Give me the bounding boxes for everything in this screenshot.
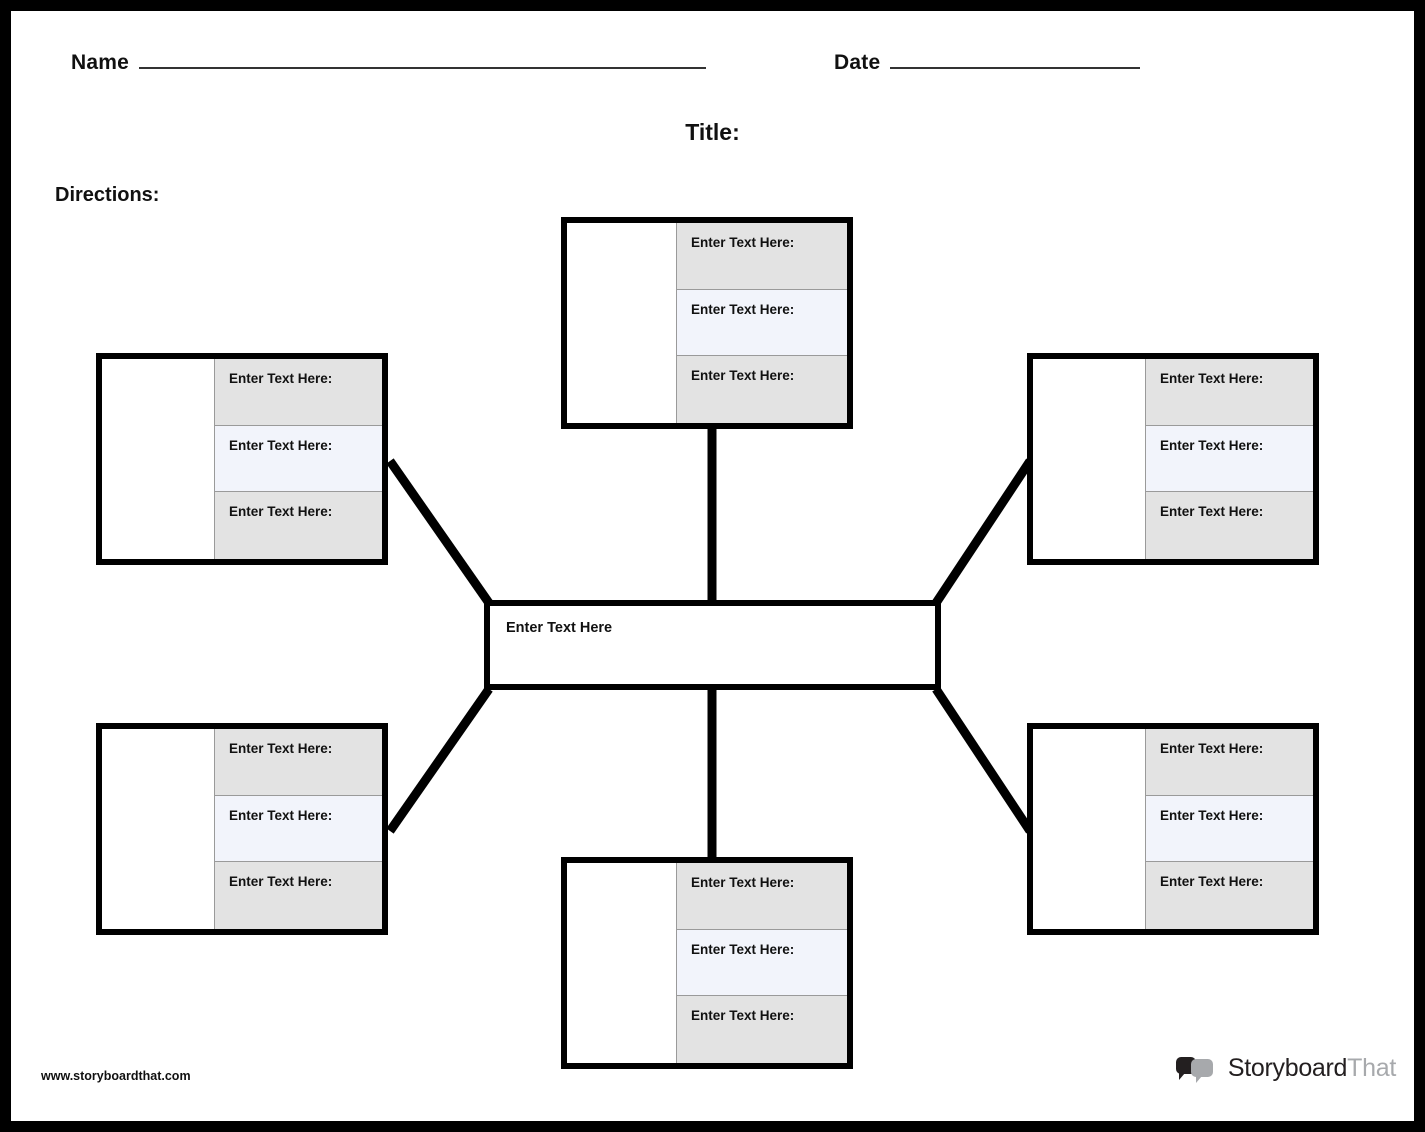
worksheet-sheet: Name Date Title: Directions: bbox=[11, 11, 1414, 1121]
brand-wordmark: StoryboardThat bbox=[1228, 1054, 1396, 1083]
node-right-bottom[interactable]: Enter Text Here: Enter Text Here: Enter … bbox=[1027, 723, 1319, 935]
node-bottom-center-cell-1[interactable]: Enter Text Here: bbox=[677, 863, 847, 930]
node-left-top-draw-cell[interactable] bbox=[102, 359, 215, 559]
node-right-top-draw-cell[interactable] bbox=[1033, 359, 1146, 559]
node-bottom-center[interactable]: Enter Text Here: Enter Text Here: Enter … bbox=[561, 857, 853, 1069]
node-right-bottom-cell-1[interactable]: Enter Text Here: bbox=[1146, 729, 1313, 796]
storyboardthat-logo: StoryboardThat bbox=[1175, 1054, 1396, 1083]
brand-secondary-text: That bbox=[1347, 1054, 1396, 1082]
node-right-top-cell-2[interactable]: Enter Text Here: bbox=[1146, 425, 1313, 493]
node-left-top-cell-2[interactable]: Enter Text Here: bbox=[215, 425, 382, 493]
date-input-line[interactable] bbox=[890, 49, 1141, 69]
node-left-top-cell-3[interactable]: Enter Text Here: bbox=[215, 492, 382, 560]
node-bottom-center-draw-cell[interactable] bbox=[567, 863, 677, 1063]
connector-left-bottom bbox=[386, 686, 493, 834]
node-right-top[interactable]: Enter Text Here: Enter Text Here: Enter … bbox=[1027, 353, 1319, 565]
directions-label: Directions: bbox=[55, 184, 160, 206]
node-right-top-cell-1[interactable]: Enter Text Here: bbox=[1146, 359, 1313, 426]
node-left-bottom-draw-cell[interactable] bbox=[102, 729, 215, 929]
node-top-center[interactable]: Enter Text Here: Enter Text Here: Enter … bbox=[561, 217, 853, 429]
node-left-bottom[interactable]: Enter Text Here: Enter Text Here: Enter … bbox=[96, 723, 388, 935]
node-bottom-center-cell-2[interactable]: Enter Text Here: bbox=[677, 929, 847, 997]
name-label: Name bbox=[71, 51, 129, 74]
brand-primary-text: Storyboard bbox=[1227, 1054, 1348, 1082]
node-left-top[interactable]: Enter Text Here: Enter Text Here: Enter … bbox=[96, 353, 388, 565]
node-right-top-text-column: Enter Text Here: Enter Text Here: Enter … bbox=[1146, 359, 1313, 560]
date-label: Date bbox=[834, 51, 881, 74]
speech-bubbles-icon bbox=[1175, 1055, 1220, 1083]
node-top-center-cell-1[interactable]: Enter Text Here: bbox=[677, 223, 847, 290]
node-left-bottom-cell-2[interactable]: Enter Text Here: bbox=[215, 795, 382, 863]
name-field-row: Name bbox=[71, 49, 706, 75]
node-top-center-text-column: Enter Text Here: Enter Text Here: Enter … bbox=[677, 223, 847, 424]
center-topic-box[interactable]: Enter Text Here bbox=[484, 600, 941, 690]
connector-left-top bbox=[386, 458, 493, 606]
speech-bubble-gray-icon bbox=[1190, 1058, 1213, 1083]
node-left-bottom-text-column: Enter Text Here: Enter Text Here: Enter … bbox=[215, 729, 382, 930]
node-left-bottom-cell-1[interactable]: Enter Text Here: bbox=[215, 729, 382, 796]
node-left-bottom-cell-3[interactable]: Enter Text Here: bbox=[215, 862, 382, 930]
node-left-top-cell-1[interactable]: Enter Text Here: bbox=[215, 359, 382, 426]
connector-right-bottom bbox=[932, 686, 1034, 834]
connector-right-top bbox=[932, 458, 1034, 606]
node-right-bottom-cell-2[interactable]: Enter Text Here: bbox=[1146, 795, 1313, 863]
node-top-center-cell-2[interactable]: Enter Text Here: bbox=[677, 289, 847, 357]
name-input-line[interactable] bbox=[139, 49, 706, 69]
node-right-top-cell-3[interactable]: Enter Text Here: bbox=[1146, 492, 1313, 560]
node-left-top-text-column: Enter Text Here: Enter Text Here: Enter … bbox=[215, 359, 382, 560]
node-right-bottom-text-column: Enter Text Here: Enter Text Here: Enter … bbox=[1146, 729, 1313, 930]
node-top-center-cell-3[interactable]: Enter Text Here: bbox=[677, 356, 847, 424]
date-field-row: Date bbox=[834, 49, 1141, 75]
node-right-bottom-draw-cell[interactable] bbox=[1033, 729, 1146, 929]
node-right-bottom-cell-3[interactable]: Enter Text Here: bbox=[1146, 862, 1313, 930]
footer-website-url: www.storyboardthat.com bbox=[41, 1069, 191, 1083]
node-bottom-center-text-column: Enter Text Here: Enter Text Here: Enter … bbox=[677, 863, 847, 1064]
node-top-center-draw-cell[interactable] bbox=[567, 223, 677, 423]
node-bottom-center-cell-3[interactable]: Enter Text Here: bbox=[677, 996, 847, 1064]
page-title: Title: bbox=[685, 119, 740, 145]
